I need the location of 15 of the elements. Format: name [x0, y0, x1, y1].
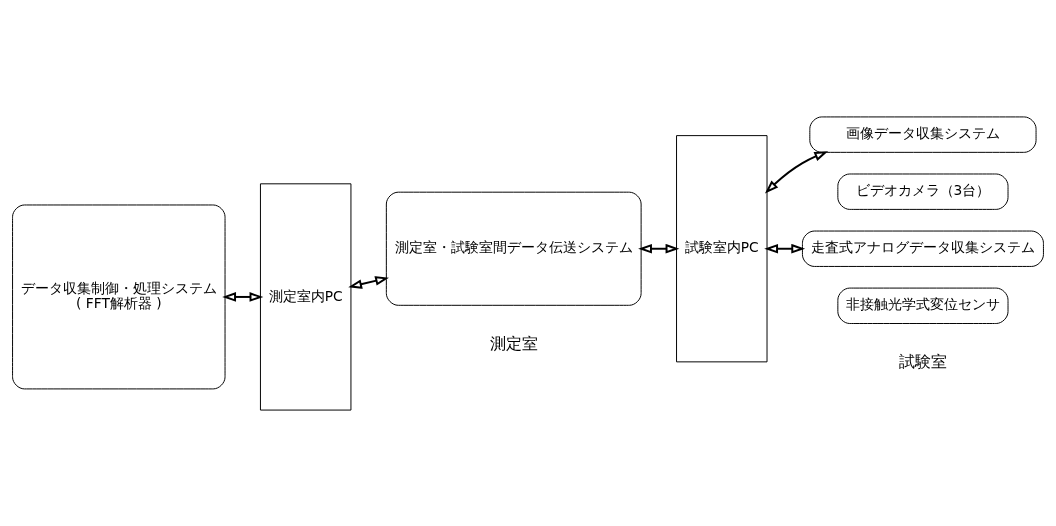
- node-box: 測定室・試験室間データ伝送システム: [385, 191, 642, 306]
- arrow: [638, 243, 680, 254]
- label: 試験室: [898, 351, 947, 371]
- node-box: 測定室内PC: [259, 182, 352, 411]
- node-box: ビデオカメラ（3台）: [837, 173, 1009, 210]
- arrow: [764, 150, 829, 194]
- arrow: [764, 243, 806, 254]
- label: 測定室: [489, 333, 538, 353]
- node-box: 試験室内PC: [676, 134, 768, 362]
- node-box: 非接触光学式変位センサ: [837, 287, 1009, 324]
- node-box: データ収集制御・処理システム ( FFT解析器 ): [12, 204, 226, 389]
- arrow: [222, 291, 264, 302]
- node-box: 画像データ収集システム: [809, 115, 1037, 153]
- node-box: 走査式アナログデータ収集システム: [801, 230, 1044, 267]
- arrow: [348, 275, 389, 289]
